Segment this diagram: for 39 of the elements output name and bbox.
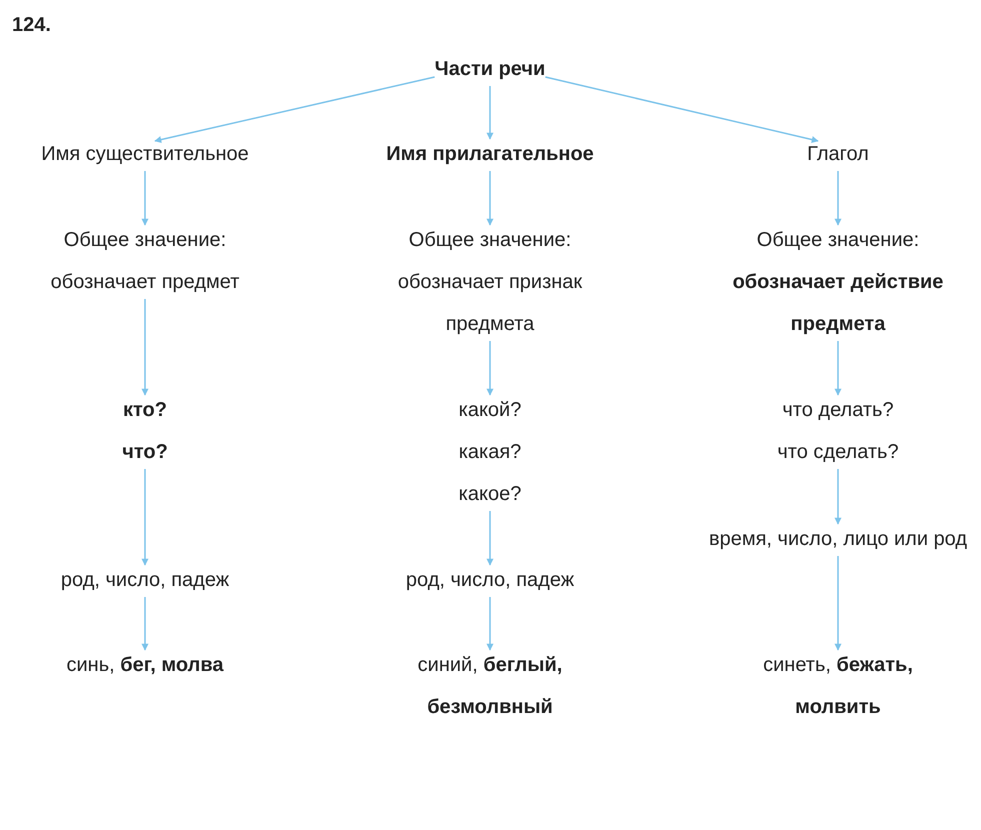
node-text: синий, беглый, безмолвный <box>416 653 564 720</box>
node-text: синь, бег, молва <box>65 653 225 678</box>
part-of-speech-text: Части речи <box>434 57 546 82</box>
part-of-speech-text: Глагол <box>806 142 870 167</box>
node-text: Общее значение: <box>408 228 572 253</box>
arrow <box>154 76 435 143</box>
node-text: какое? <box>458 482 522 507</box>
node-text: обозначает предмет <box>50 270 240 295</box>
arrow <box>834 341 842 396</box>
arrow <box>486 86 494 140</box>
node-text: обозначает действие предмета <box>732 270 944 337</box>
node-text: род, число, падеж <box>60 568 230 593</box>
node-text: Общее значение: <box>756 228 920 253</box>
exercise-number: 124. <box>12 14 51 37</box>
part-of-speech-text: Имя прилагательное <box>385 142 595 167</box>
node-text: кто? <box>122 398 168 423</box>
arrow <box>834 556 842 651</box>
arrow <box>486 597 494 651</box>
arrow <box>486 511 494 566</box>
node-text: синеть, бежать, молвить <box>762 653 914 720</box>
arrow <box>834 171 842 226</box>
arrow <box>142 171 148 226</box>
node-text: какой? <box>458 398 522 423</box>
node-text: что делать? <box>781 398 895 423</box>
node-text: обозначает признак предмета <box>396 270 584 337</box>
arrow <box>142 469 148 566</box>
arrow <box>545 76 819 143</box>
part-of-speech-text: Имя существительное <box>40 142 250 167</box>
node-text: время, число, лицо или род <box>708 527 968 552</box>
node-text: что? <box>121 440 169 465</box>
node-text: род, число, падеж <box>404 568 576 593</box>
arrow <box>834 469 842 525</box>
node-text: что сделать? <box>776 440 900 465</box>
node-text: какая? <box>458 440 522 465</box>
arrow <box>142 299 148 396</box>
arrow <box>142 597 148 651</box>
arrow <box>486 341 494 396</box>
node-text: Общее значение: <box>62 228 228 253</box>
arrow <box>486 171 494 226</box>
